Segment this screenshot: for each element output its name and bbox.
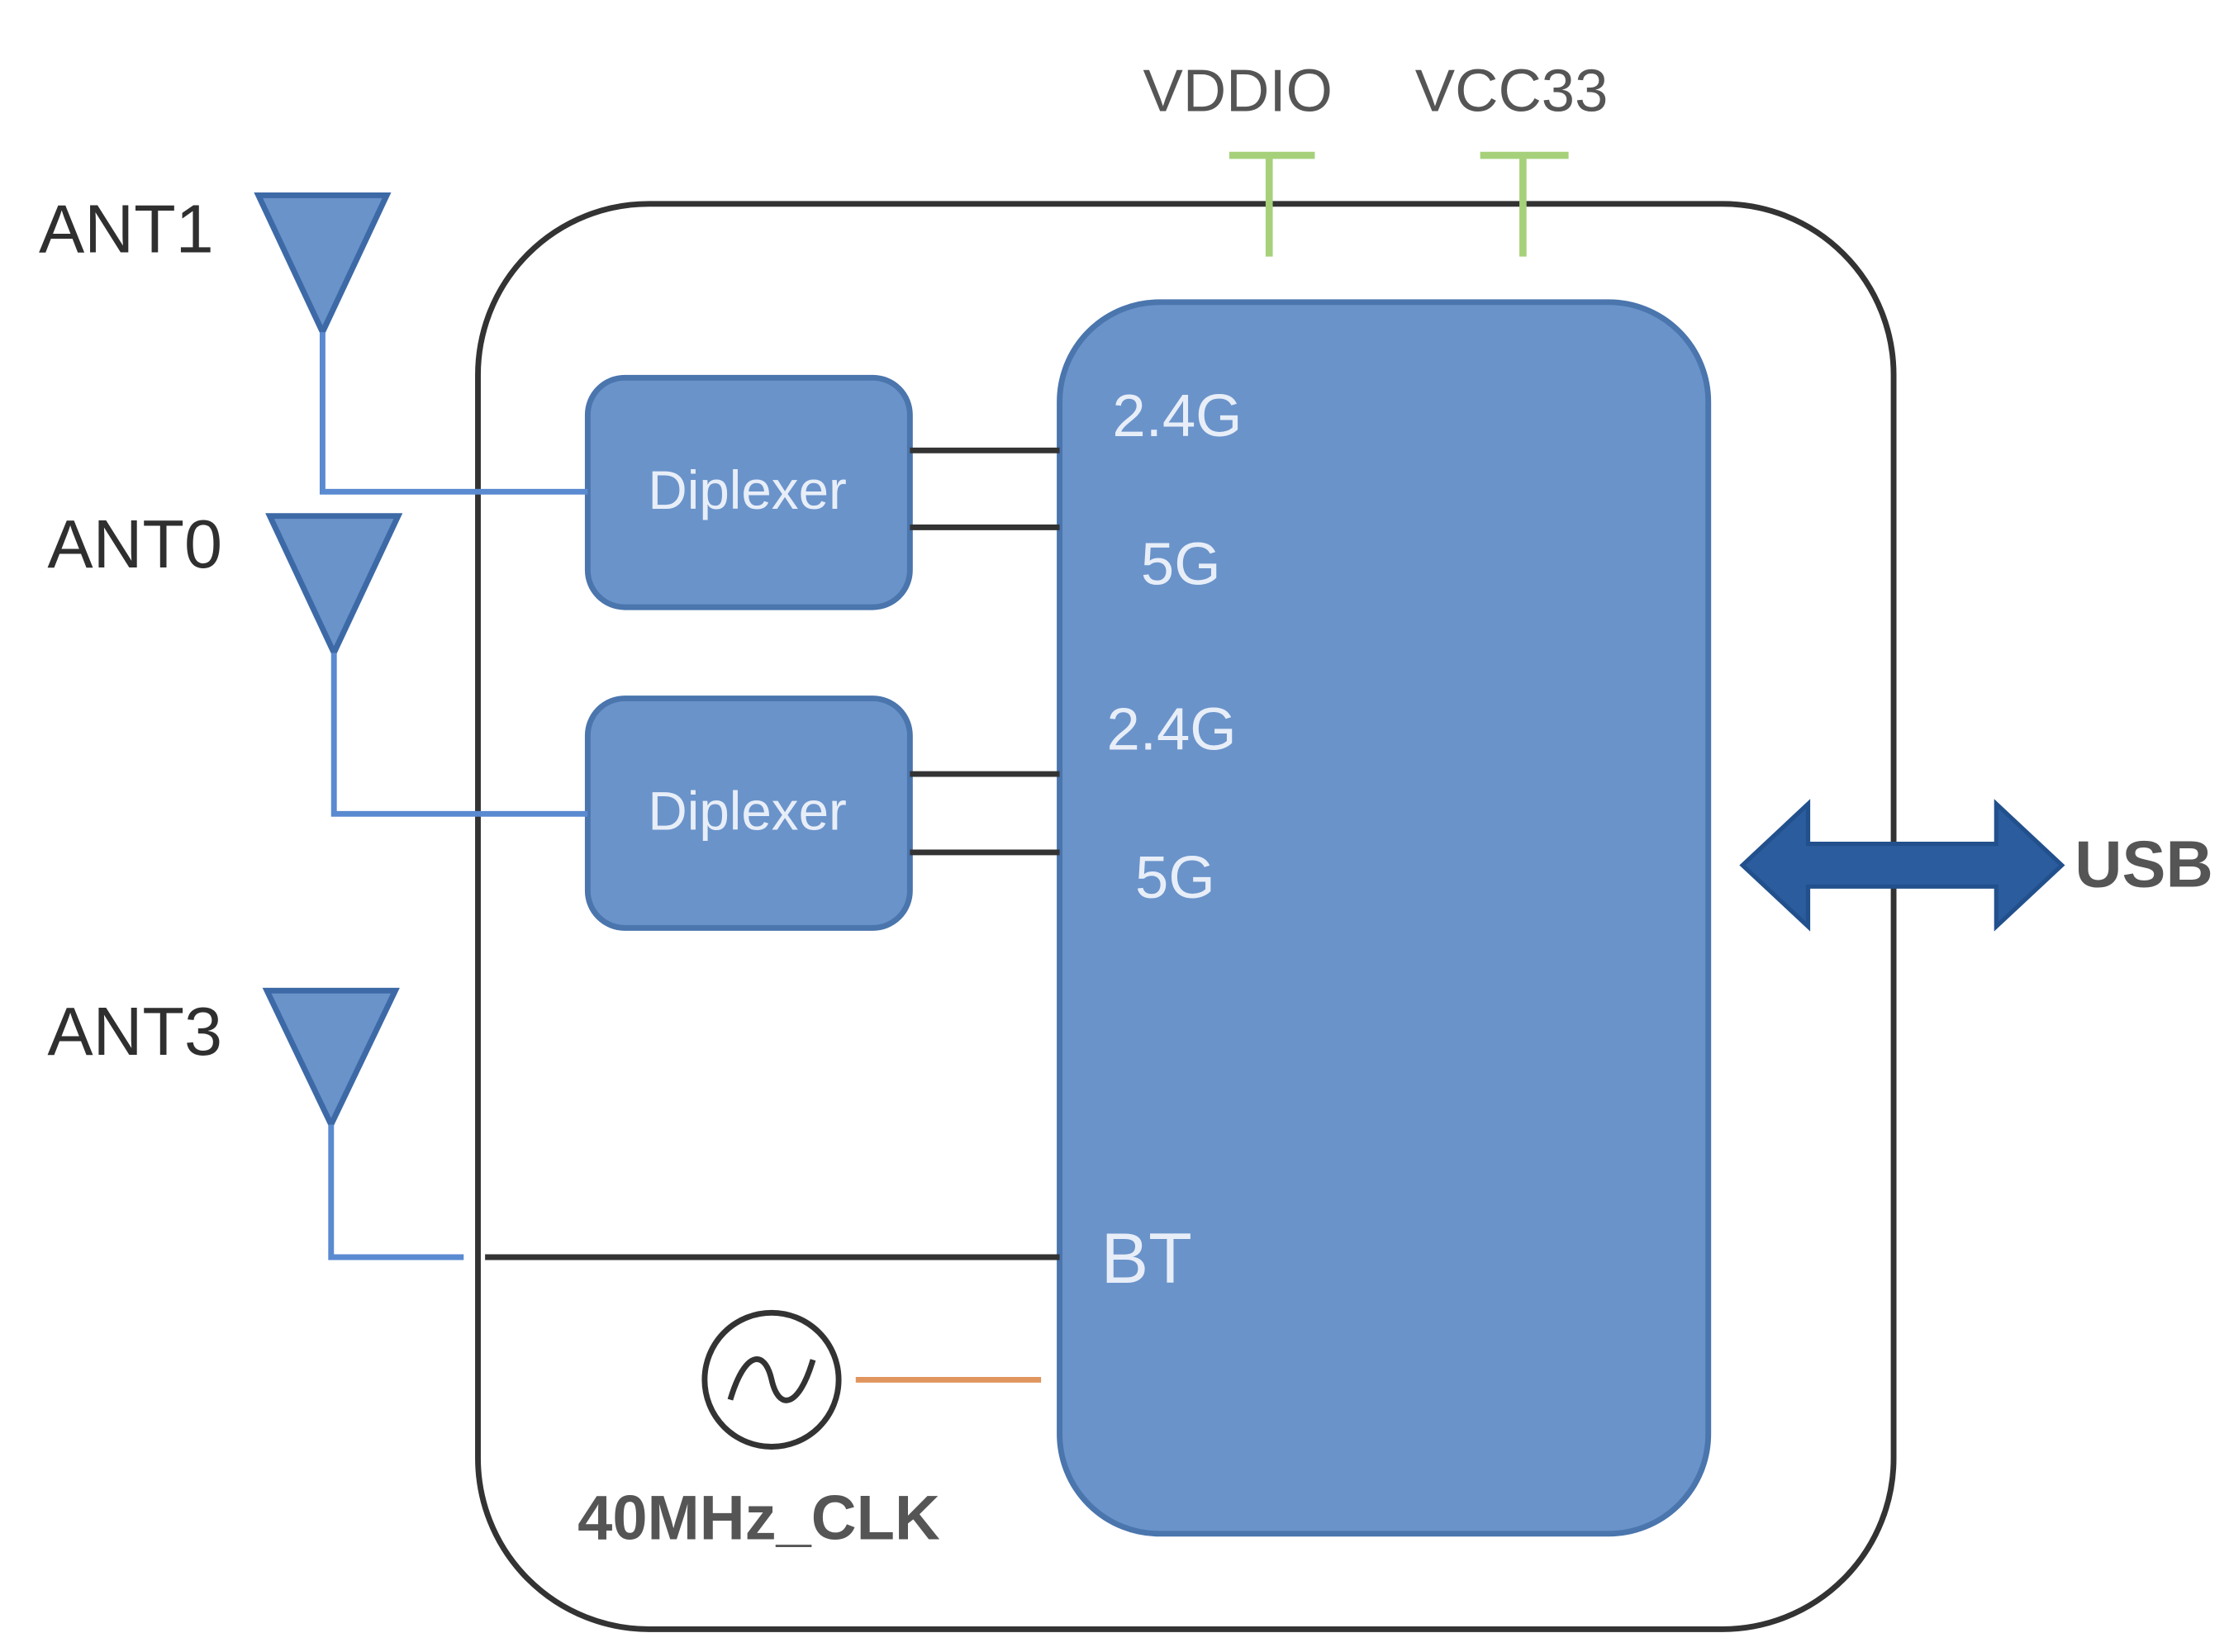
clock-oscillator: 40MHz_CLK <box>577 1309 1042 1554</box>
chip-port-5g: 5G <box>1135 844 1215 911</box>
antenna-label: ANT1 <box>39 190 214 267</box>
antenna-icon <box>254 192 392 339</box>
power-rail-vddio: VDDIO <box>1143 58 1333 257</box>
antenna-ant0: ANT0 <box>47 506 588 817</box>
diplexer-block: Diplexer <box>584 695 913 931</box>
antenna-label: ANT0 <box>47 506 222 582</box>
usb-label: USB <box>2075 827 2213 900</box>
antenna-feed-line <box>328 1124 464 1260</box>
diplexer-label: Diplexer <box>648 781 846 841</box>
usb-interface: USB <box>1739 799 2213 932</box>
module-outline <box>475 201 1897 1632</box>
antenna-icon <box>262 987 400 1132</box>
power-rail-vcc33: VCC33 <box>1415 58 1609 257</box>
chip-port-2.4g: 2.4G <box>1107 696 1237 763</box>
diplexer-label: Diplexer <box>648 460 846 520</box>
power-label-vddio: VDDIO <box>1143 58 1333 125</box>
chip-port-bt: BT <box>1101 1219 1192 1298</box>
antenna-ant1: ANT1 <box>39 190 588 495</box>
antenna-feed-line <box>330 653 588 817</box>
chip-port-2.4g: 2.4G <box>1112 382 1242 449</box>
antenna-feed-line <box>319 332 588 495</box>
sine-wave-glyph <box>727 1356 816 1403</box>
clock-label: 40MHz_CLK <box>577 1483 940 1554</box>
antenna-icon <box>265 513 403 660</box>
antenna-ant3: ANT3 <box>47 987 464 1260</box>
double-headed-arrow-icon <box>1739 799 2065 932</box>
chip-block <box>1057 299 1712 1537</box>
antenna-label: ANT3 <box>47 993 222 1070</box>
chip-port-5g: 5G <box>1141 531 1221 598</box>
diplexer-block: Diplexer <box>584 374 913 610</box>
power-label-vcc33: VCC33 <box>1415 58 1609 125</box>
